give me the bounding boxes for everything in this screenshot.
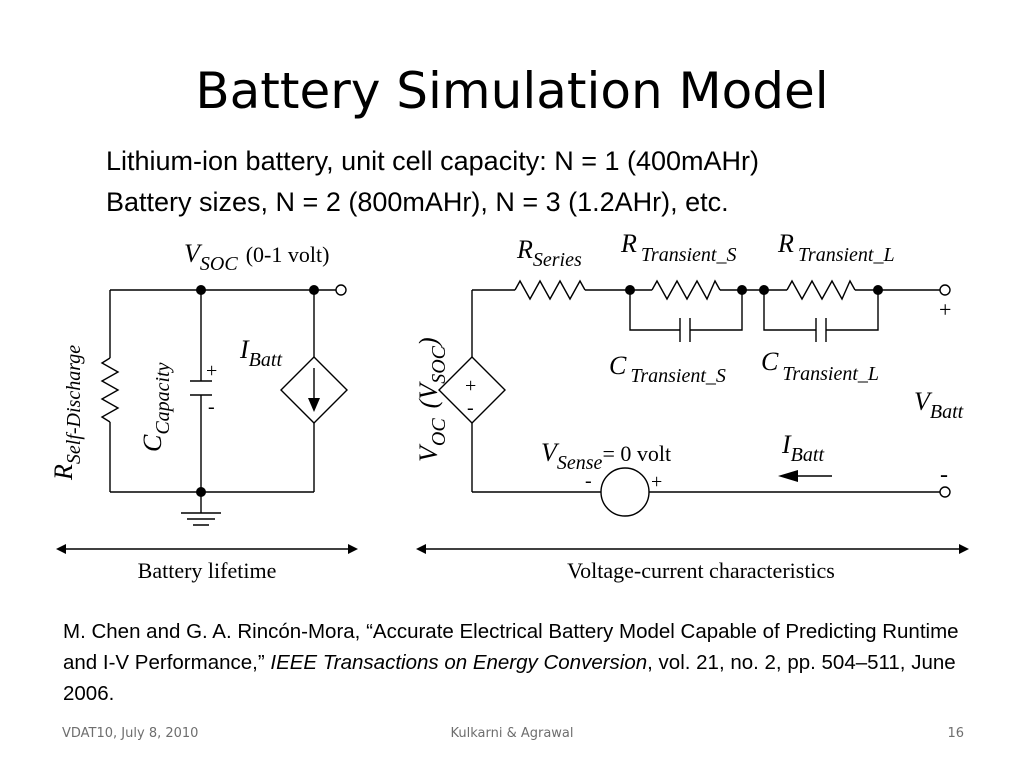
label-vbatt: VBatt	[914, 387, 964, 423]
c-transient-l-branch	[763, 290, 879, 342]
terminal-plus-sign: +	[939, 297, 951, 322]
r-transient-s-resistor	[651, 279, 721, 301]
right-junctions	[625, 285, 883, 295]
footer-page-number: 16	[947, 726, 964, 741]
c-transient-s-branch	[629, 290, 743, 342]
footer-date: VDAT10, July 8, 2010	[62, 726, 199, 741]
right-terminal-plus	[939, 284, 951, 296]
label-vsoc: VSOC(0-1 volt)	[184, 239, 329, 275]
citation-details: , vol. 21, no. 2, pp. 504–511, June 2006…	[63, 651, 956, 705]
ground-symbol	[181, 512, 221, 526]
label-r-series: RSeries	[516, 235, 582, 271]
caption-voltage-current: Voltage-current characteristics	[567, 558, 835, 583]
label-ibatt-right: IBatt	[781, 430, 824, 466]
subtitle-line-1: Lithium-ion battery, unit cell capacity:…	[106, 146, 760, 176]
label-ibatt-left: IBatt	[239, 335, 282, 371]
label-voc: VOC(VSOC)	[414, 337, 450, 462]
left-circuit	[100, 284, 348, 526]
self-discharge-resistor	[100, 357, 120, 423]
v-sense-source	[600, 467, 650, 517]
left-junctions	[196, 285, 319, 497]
current-source-diamond	[280, 356, 348, 424]
voc-plus-sign: +	[465, 375, 476, 397]
label-c-capacity: CCapacity	[138, 362, 174, 452]
r-series-resistor	[514, 279, 586, 301]
v-sense-minus-sign: -	[585, 470, 592, 492]
v-sense-plus-sign: +	[651, 471, 662, 493]
caption-battery-lifetime: Battery lifetime	[138, 558, 277, 583]
citation-authors-title: M. Chen and G. A. Rincón-Mora, “Accurate…	[63, 620, 959, 674]
footer-authors: Kulkarni & Agrawal	[450, 726, 574, 741]
citation-journal: IEEE Transactions on Energy Conversion	[270, 651, 648, 674]
slide-title: Battery Simulation Model	[195, 62, 829, 120]
current-source-arrowhead	[308, 398, 320, 412]
capacity-capacitor	[190, 380, 212, 396]
voc-minus-sign: -	[467, 397, 474, 419]
cap-plus-sign: +	[206, 360, 217, 382]
label-v-sense: VSense= 0 volt	[541, 438, 671, 474]
voc-source-diamond	[438, 356, 506, 424]
ibatt-arrowhead	[778, 470, 798, 482]
cap-minus-sign: -	[208, 396, 215, 418]
right-circuit	[438, 279, 951, 517]
subtitle-line-2: Battery sizes, N = 2 (800mAHr), N = 3 (1…	[106, 187, 729, 217]
left-open-terminal	[335, 284, 347, 296]
label-r-self-discharge: RSelf-Discharge	[49, 345, 85, 481]
citation: M. Chen and G. A. Rincón-Mora, “Accurate…	[63, 616, 983, 709]
battery-model-diagram: VSOC(0-1 volt) RSelf-Discharge CCapacity…	[49, 229, 969, 583]
terminal-minus-sign: -	[940, 462, 948, 488]
right-terminal-minus	[939, 486, 951, 498]
r-transient-l-resistor	[786, 279, 856, 301]
